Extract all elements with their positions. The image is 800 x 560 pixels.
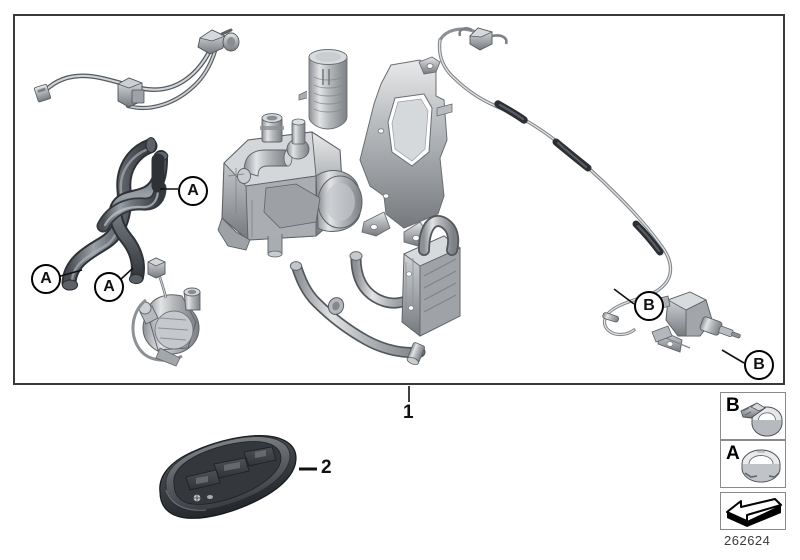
circulation-pump-graphic [131,257,201,367]
callout-b-2-letter: B [753,356,765,373]
spring-band-clamp-icon [741,449,781,483]
mounting-bracket-graphic [359,56,453,247]
legend-box-a: A [720,440,786,488]
item-number-1: 1 [403,402,414,423]
exhaust-pipe-graphic [289,251,426,365]
callout-a-3[interactable]: A [94,272,124,302]
auxiliary-heater-unit-graphic [217,113,363,258]
callout-a-1[interactable]: A [178,176,208,206]
legend-b-letter: B [726,395,740,416]
exhaust-silencer-graphic [298,49,348,130]
item-number-2: 2 [321,457,332,478]
legend-box-b: B [720,392,786,440]
leader-lines [56,188,745,471]
callout-b-1[interactable]: B [634,291,664,321]
callout-a-2[interactable]: A [31,264,61,294]
direction-arrow-icon [726,498,782,527]
callout-b-1-letter: B [643,297,655,314]
callout-a-2-letter: A [40,270,52,287]
leader-callout-b-1 [613,288,635,305]
callout-a-1-letter: A [187,182,199,199]
legend-a-letter: A [726,443,740,464]
leader-callout-b-2 [721,349,745,364]
wiring-harness-graphic [33,28,240,111]
leader-callout-a-2 [56,269,83,278]
callout-b-2[interactable]: B [744,350,774,380]
leader-callout-a-3 [119,267,134,281]
worm-drive-hose-clamp-icon [740,402,783,437]
coolant-hoses-graphic [61,137,169,291]
legend-box-arrow [720,492,786,530]
part-number: 262624 [724,533,771,548]
callout-a-3-letter: A [103,278,115,295]
fuel-metering-pump-graphic [651,291,741,353]
heat-exchanger-graphic [401,215,461,337]
fuel-line-graphic [437,27,673,337]
remote-key-fob-graphic [159,435,297,519]
